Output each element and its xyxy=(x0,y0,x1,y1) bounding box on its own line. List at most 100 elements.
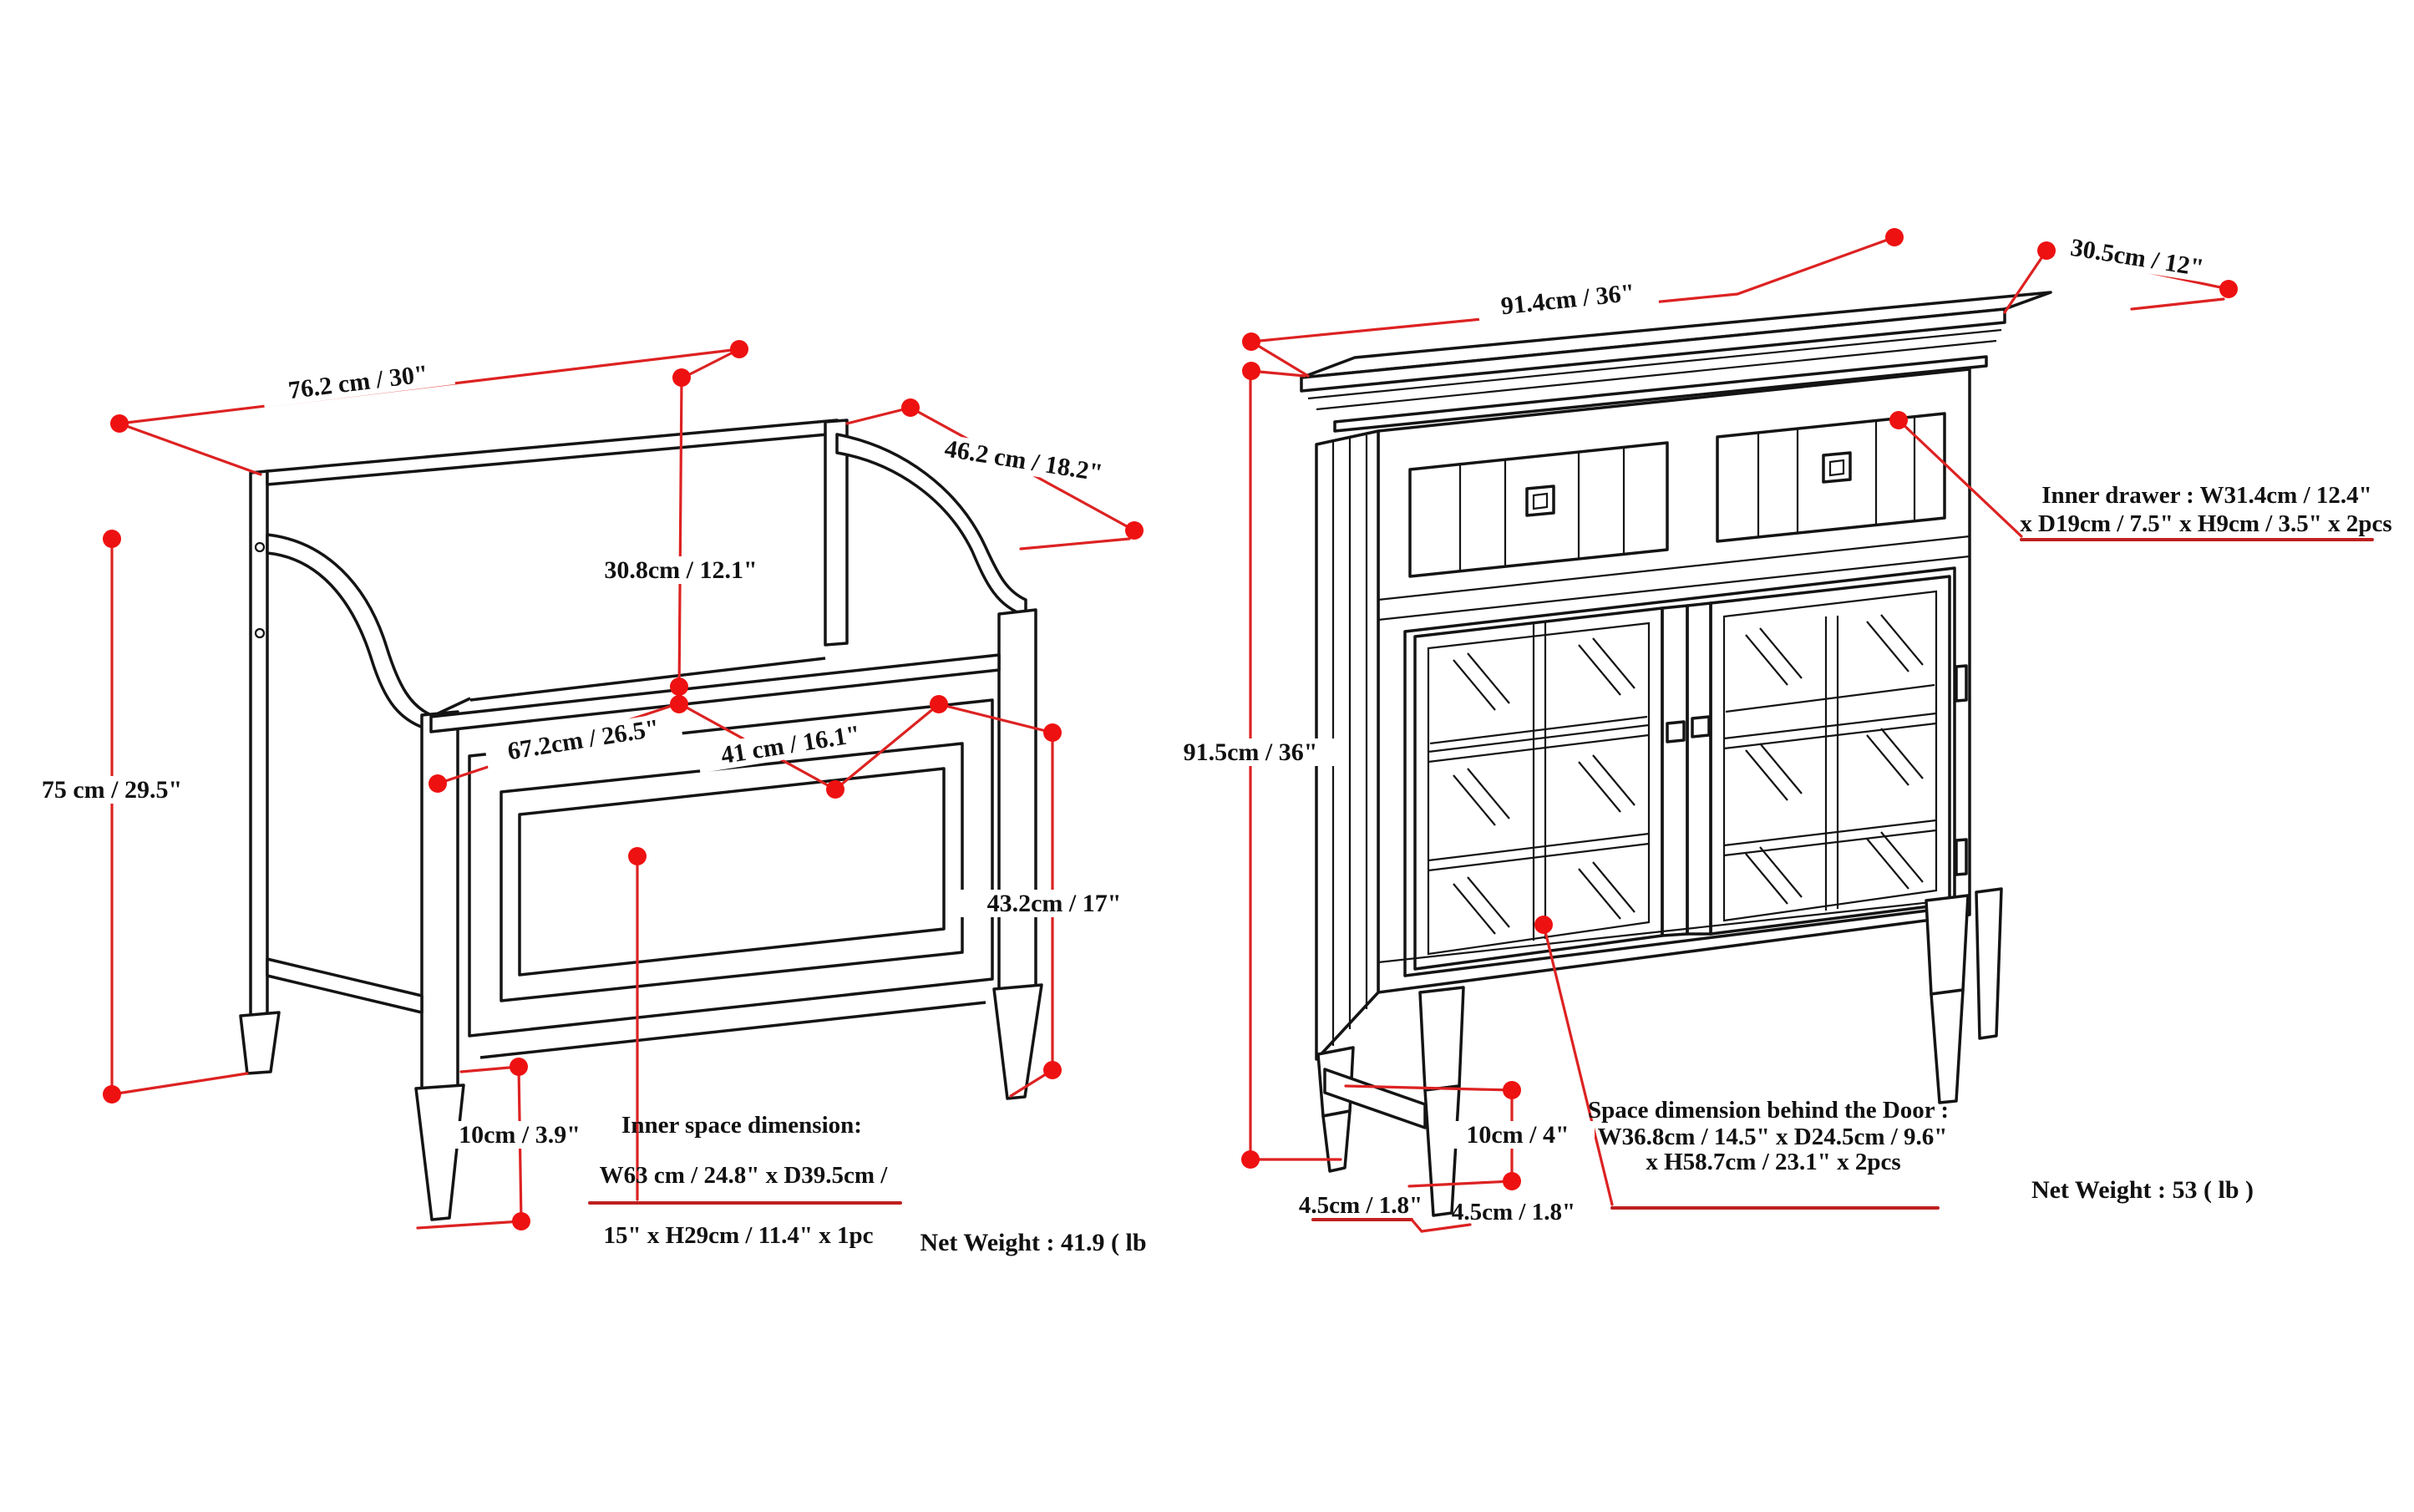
bench-dimensions: 76.2 cm / 30" 46.2 cm / 18.2" 75 cm / 29… xyxy=(22,340,1153,1256)
cabinet-glass-slashes xyxy=(1453,614,1924,935)
cabinet-door-space-note-line3: x H58.7cm / 23.1" x 2pcs xyxy=(1646,1149,1900,1175)
bench-box-bottom-line xyxy=(479,1001,986,1059)
bench-bolt-detail xyxy=(254,627,266,639)
cabinet-right-door-knob xyxy=(1691,715,1711,738)
cabinet-right-drawer xyxy=(1716,412,1946,543)
cabinet-net-weight-label: Net Weight : 53 ( lb ) xyxy=(2031,1176,2254,1204)
cabinet-height-label: 91.5cm / 36" xyxy=(1184,738,1318,766)
bench-front-right-post xyxy=(997,608,1037,991)
dimension-line xyxy=(834,703,941,791)
dimension-leader xyxy=(416,1220,523,1230)
bench-seat-back-edge xyxy=(469,657,826,702)
dimension-leader xyxy=(110,1072,249,1096)
cabinet-front-right-foot xyxy=(1930,988,1965,1104)
bench-depth-label: 46.2 cm / 18.2" xyxy=(943,434,1105,486)
bench-line-art xyxy=(239,419,1043,1221)
bench-left-arm xyxy=(266,533,433,732)
bench-rear-right-post xyxy=(824,419,849,647)
cabinet-left-drawer xyxy=(1408,441,1669,578)
bench-seat-front-edge xyxy=(429,653,1001,733)
bench-front-right-foot xyxy=(992,983,1043,1100)
bench-seat-left-edge xyxy=(430,697,471,718)
cabinet-left-door-muntin-row1 xyxy=(1428,723,1650,764)
cabinet-crown-molding xyxy=(1316,339,1997,411)
dimension-leader xyxy=(1407,1180,1514,1188)
dimension-line xyxy=(1250,236,1896,343)
bench-foot-height-label: 10cm / 3.9" xyxy=(459,1121,581,1149)
cabinet-left-door-muntin-vertical xyxy=(1532,622,1547,941)
cabinet-right-drawer-knob xyxy=(1822,451,1852,484)
bench-front-left-foot xyxy=(414,1083,465,1221)
dimension-leader xyxy=(937,703,1054,734)
cabinet-foot-inset-right-label: 4.5cm / 1.8" xyxy=(1452,1199,1575,1225)
cabinet-hinge-top xyxy=(1955,664,1968,703)
dimension-leader xyxy=(1250,340,1310,378)
dimension-line xyxy=(677,376,683,697)
dimension-tick xyxy=(1019,537,1131,551)
bench-storage-panel-inner xyxy=(518,767,946,977)
bench-storage-box xyxy=(468,698,994,1038)
cabinet-left-door-inner-frame xyxy=(1427,622,1651,956)
bench-rear-left-foot xyxy=(239,1011,281,1075)
cabinet-body-left-side xyxy=(1315,429,1380,1061)
cabinet-right-door-muntin-vertical xyxy=(1824,616,1839,911)
cabinet-left-drawer-slats xyxy=(1458,447,1625,571)
cabinet-foot-height-label: 10cm / 4" xyxy=(1466,1121,1569,1149)
dimension-leader xyxy=(1344,1084,1514,1092)
bench-bolt-detail xyxy=(254,541,266,553)
note-leader xyxy=(1542,923,1614,1206)
cabinet-side-stretcher xyxy=(1323,1068,1427,1129)
cabinet-width-label: 91.4cm / 36" xyxy=(1499,279,1636,321)
cabinet-shelf-edge xyxy=(1429,683,1935,745)
dimension-tick xyxy=(2130,297,2225,311)
bench-back-height-label: 30.8cm / 12.1" xyxy=(604,556,757,584)
bench-seat-height-label: 43.2cm / 17" xyxy=(987,890,1122,917)
dimension-leader xyxy=(118,422,262,476)
cabinet-rear-left-foot xyxy=(1321,1109,1352,1173)
cabinet-rear-right-leg xyxy=(1975,887,2003,1040)
cabinet-line-art xyxy=(1300,291,2052,1217)
bench-back-top-rail xyxy=(266,419,839,486)
bench-inner-space-note-line1: Inner space dimension: xyxy=(621,1112,862,1139)
cabinet-crown-molding xyxy=(1307,328,2002,400)
cabinet-foot-inset-left-label: 4.5cm / 1.8" xyxy=(1299,1192,1423,1219)
dimension-leader xyxy=(2003,249,2048,314)
bench-storage-panel-outer xyxy=(500,742,964,1002)
bench-inner-space-note-line2: W63 cm / 24.8" x D39.5cm / xyxy=(600,1162,889,1189)
cabinet-front-left-leg xyxy=(1418,986,1465,1092)
cabinet-left-drawer-knob-inner xyxy=(1532,492,1549,510)
bench-rear-left-post xyxy=(249,469,269,1017)
cabinet-diagram: 91.4cm / 36" 30.5cm / 12" 91.5cm / 36" xyxy=(1165,228,2392,1233)
dimension-leader xyxy=(459,1065,520,1073)
bench-inner-space-note-line3: 15" x H29cm / 11.4" x 1pc xyxy=(604,1222,874,1249)
cabinet-crown-base xyxy=(1333,355,1988,433)
cabinet-inner-drawer-note-line1: Inner drawer : W31.4cm / 12.4" xyxy=(2041,482,2372,509)
bench-side-rail xyxy=(266,957,423,1014)
cabinet-left-drawer-knob xyxy=(1525,485,1555,517)
cabinet-inner-drawer-note-line2: x D19cm / 7.5" x H9cm / 3.5" x 2pcs xyxy=(2020,510,2391,537)
dimension-leader xyxy=(845,406,912,425)
cabinet-hinge-bottom xyxy=(1955,838,1968,876)
cabinet-center-stile-right xyxy=(1686,601,1712,936)
cabinet-mid-rail xyxy=(1377,535,1970,622)
cabinet-left-door-knob xyxy=(1666,720,1686,743)
cabinet-right-door-muntin-row1 xyxy=(1723,712,1937,750)
cabinet-crown-face xyxy=(1300,307,2006,393)
cabinet-right-door-inner-frame xyxy=(1722,590,1938,922)
cabinet-door-space-note-line2: W36.8cm / 14.5" x D24.5cm / 9.6" xyxy=(1598,1124,1948,1150)
bench-dimension-dots xyxy=(103,340,1144,1230)
bench-width-label: 76.2 cm / 30" xyxy=(287,360,429,404)
bench-net-weight-label: Net Weight : 41.9 ( lb xyxy=(920,1229,1146,1256)
cabinet-bottom-rail xyxy=(1377,896,1970,964)
cabinet-dimension-dots xyxy=(1241,228,2238,1190)
cabinet-depth-label: 30.5cm / 12" xyxy=(2068,234,2205,282)
dimension-bracket xyxy=(1410,1218,1472,1233)
bench-diagram: 76.2 cm / 30" 46.2 cm / 18.2" 75 cm / 29… xyxy=(22,340,1153,1256)
cabinet-right-drawer-knob-inner xyxy=(1828,459,1845,477)
bench-front-left-post xyxy=(420,710,459,1090)
note-leader xyxy=(1897,419,2023,538)
cabinet-door-space-note-line1: Space dimension behind the Door : xyxy=(1588,1097,1949,1124)
cabinet-front-left-foot xyxy=(1423,1084,1461,1217)
